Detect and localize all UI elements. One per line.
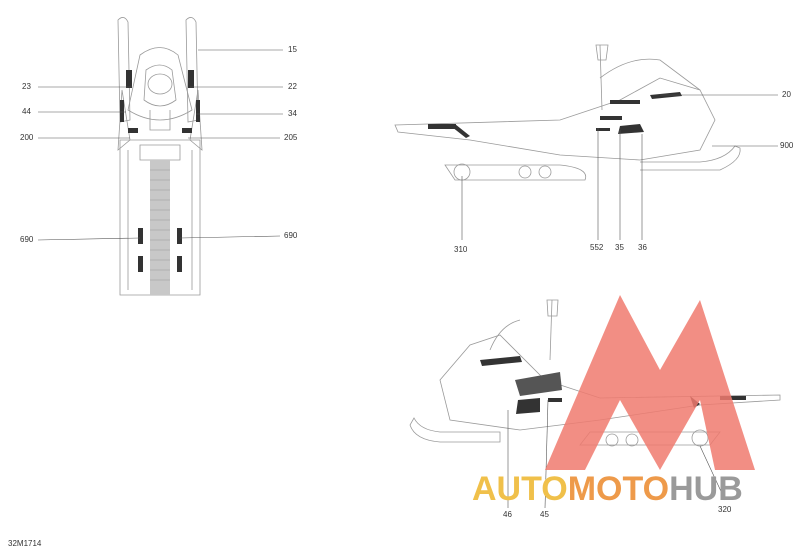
callout-44: 44	[22, 107, 31, 116]
callout-205: 205	[284, 133, 298, 142]
watermark-text-hub: HUB	[669, 470, 743, 508]
watermark-text: AUTOMOTOHUB	[472, 470, 743, 508]
top-view-decals	[120, 70, 200, 272]
snowmobile-top-view	[117, 17, 203, 296]
callout-320: 320	[718, 505, 732, 514]
leader-lines	[37, 49, 778, 509]
figure-id: 32M1714	[8, 539, 42, 548]
track-strip	[150, 160, 170, 295]
callout-310: 310	[454, 245, 468, 254]
callout-34: 34	[288, 109, 297, 118]
callout-45: 45	[540, 510, 549, 519]
track-lugs	[150, 169, 170, 281]
callout-15: 15	[288, 45, 297, 54]
left-side-decals	[480, 356, 746, 414]
callout-23: 23	[22, 82, 31, 91]
watermark-logo	[545, 295, 755, 470]
callout-35: 35	[615, 243, 624, 252]
callout-690-right: 690	[284, 231, 298, 240]
callout-690-left: 690	[20, 235, 34, 244]
callout-900: 900	[780, 141, 794, 150]
callout-552: 552	[590, 243, 604, 252]
callout-200: 200	[20, 133, 34, 142]
callout-46: 46	[503, 510, 512, 519]
callout-36: 36	[638, 243, 647, 252]
right-side-decals	[428, 92, 682, 138]
watermark-text-moto: MOTO	[567, 470, 670, 508]
callout-20: 20	[782, 90, 791, 99]
callout-22: 22	[288, 82, 297, 91]
watermark-text-auto: AUTO	[472, 470, 568, 508]
snowmobile-right-side-view	[394, 44, 741, 181]
